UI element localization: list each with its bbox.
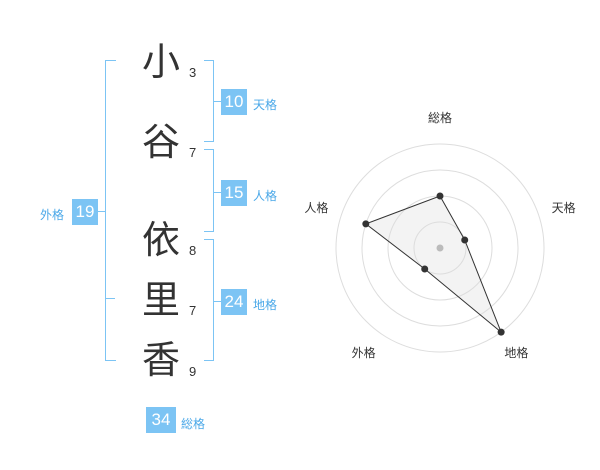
radar-ring-4 xyxy=(335,143,545,353)
name-char-4: 里 xyxy=(142,278,181,322)
name-char-2: 谷 xyxy=(142,120,181,164)
radar-ring-1 xyxy=(413,221,467,275)
chikaku-bracket xyxy=(204,239,214,361)
tenkaku-badge: 10 xyxy=(221,89,247,115)
radar-data-polygon xyxy=(364,195,502,333)
stroke-count-3: 8 xyxy=(189,243,197,258)
chikaku-badge: 24 xyxy=(221,289,247,315)
stroke-count-4: 7 xyxy=(189,303,197,318)
soukaku-badge: 34 xyxy=(146,407,176,433)
chikaku-connector xyxy=(213,301,221,302)
stroke-count-1: 3 xyxy=(189,65,197,80)
stroke-count-2: 7 xyxy=(189,145,197,160)
jinkaku-connector xyxy=(213,192,221,193)
radar-axis-label-4: 外格 xyxy=(352,345,376,360)
radar-point-4 xyxy=(421,265,429,273)
tenkaku-label: 天格 xyxy=(253,98,278,112)
tenkaku-connector xyxy=(213,101,221,102)
jinkaku-label: 人格 xyxy=(253,189,278,203)
name-char-5: 香 xyxy=(142,338,181,382)
gaikaku-connector xyxy=(96,211,106,212)
chikaku-label: 地格 xyxy=(253,298,278,312)
jinkaku-bracket xyxy=(204,149,214,232)
gaikaku-bracket xyxy=(105,60,116,361)
name-char-3: 依 xyxy=(142,218,181,262)
radar-point-3 xyxy=(497,328,505,336)
radar-axis-label-1: 総格 xyxy=(428,110,452,125)
gaikaku-label: 外格 xyxy=(40,208,65,222)
name-char-1: 小 xyxy=(142,40,181,84)
radar-center-dot xyxy=(436,244,444,252)
radar-point-5 xyxy=(362,220,370,228)
radar-ring-3 xyxy=(361,169,519,327)
stroke-count-5: 9 xyxy=(189,364,197,379)
gaikaku-badge: 19 xyxy=(72,199,98,225)
radar-axis-label-5: 人格 xyxy=(304,200,328,215)
jinkaku-badge: 15 xyxy=(221,180,247,206)
radar-axis-label-3: 地格 xyxy=(504,345,528,360)
radar-point-1 xyxy=(436,192,444,200)
radar-axis-label-2: 天格 xyxy=(552,200,576,215)
radar-point-2 xyxy=(461,236,469,244)
soukaku-label: 総格 xyxy=(181,417,206,431)
gaikaku-bracket-tick xyxy=(105,298,115,299)
